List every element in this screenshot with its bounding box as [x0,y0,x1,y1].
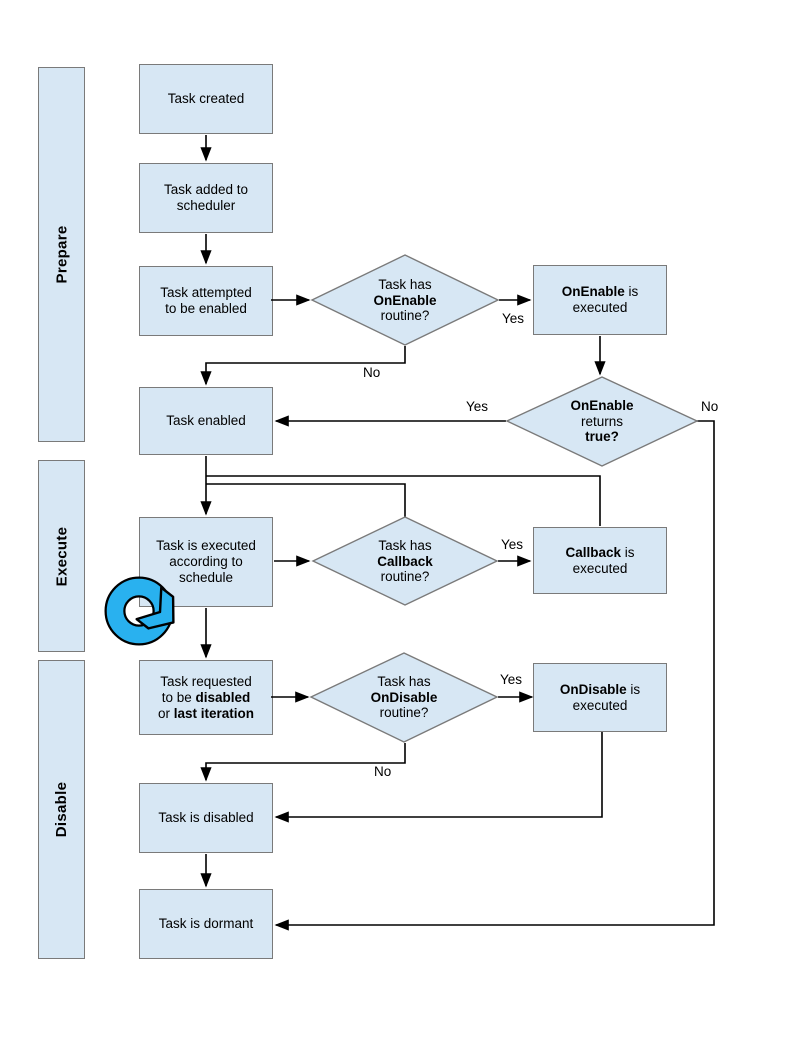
edge-has-ondisable-no [200,743,406,782]
flow-node-callback-executed: Callback is executed [533,527,667,594]
decision-text-onenable-returns-true: OnEnable returns true? [570,398,634,444]
flow-node-task-created: Task created [139,64,273,134]
decision-has-onenable-routine [310,254,500,346]
decision-has-ondisable-routine [309,652,499,743]
loop-icon [104,576,175,646]
edge-label-ondisable-no: No [374,764,392,779]
flow-node-label: OnEnable is executed [561,284,639,315]
flow-node-task-dormant: Task is dormant [139,889,273,959]
flow-node-label: OnDisable is executed [559,681,641,713]
edge-has-callback-no-loop-back [206,483,406,517]
edge-label-ondisable-yes: Yes [500,672,523,687]
edge-label-returns-true-yes: Yes [466,399,489,414]
flow-node-ondisable-executed: OnDisable is executed [533,663,667,732]
flow-node-label: Task attempted to be enabled [160,285,252,316]
decision-onenable-returns-true [505,376,699,467]
flow-node-label: Task is disabled [158,810,254,825]
flow-node-label: Task created [167,91,245,106]
flow-node-task-disabled: Task is disabled [139,783,273,853]
flow-node-label: Task is executed according to schedule [156,538,256,585]
edge-label-onenable-yes: Yes [502,311,525,326]
phase-bar-disable: Disable [38,660,85,959]
decision-text-has-ondisable: Task has OnDisable routine? [370,674,438,720]
flow-node-task-enabled: Task enabled [139,387,273,455]
flow-node-label: Task is dormant [158,916,254,931]
flow-node-task-added-to-scheduler: Task added to scheduler [139,163,273,233]
decision-text-has-callback: Task has Callback routine? [377,538,433,584]
phase-bar-prepare: Prepare [38,67,85,442]
phase-bar-execute: Execute [38,460,85,652]
flow-node-label: Task enabled [166,413,246,428]
flow-node-label: Task requested to be disabled or last it… [157,673,255,721]
decision-diamonds [309,254,699,743]
edge-returns-true-no [274,420,715,931]
decision-text-has-onenable: Task has OnEnable routine? [373,277,437,323]
flow-node-label: Callback is executed [565,544,635,576]
edge-label-returns-true-no: No [701,399,719,414]
flow-node-task-attempted-to-be-enabled: Task attempted to be enabled [139,266,273,336]
edge-ondisable-exec-to-disabled [274,732,603,823]
edge-callback-exec-loop-back [206,475,601,526]
edge-has-onenable-no [200,346,406,386]
flow-node-label: Task added to scheduler [163,182,249,213]
connectors [200,135,715,931]
edge-label-callback-yes: Yes [501,537,524,552]
decision-has-callback-routine [311,516,499,606]
edge-label-onenable-no: No [363,365,381,380]
flow-node-onenable-executed: OnEnable is executed [533,265,667,335]
flow-node-task-requested-disabled-or-last-iteration: Task requested to be disabled or last it… [139,660,273,735]
